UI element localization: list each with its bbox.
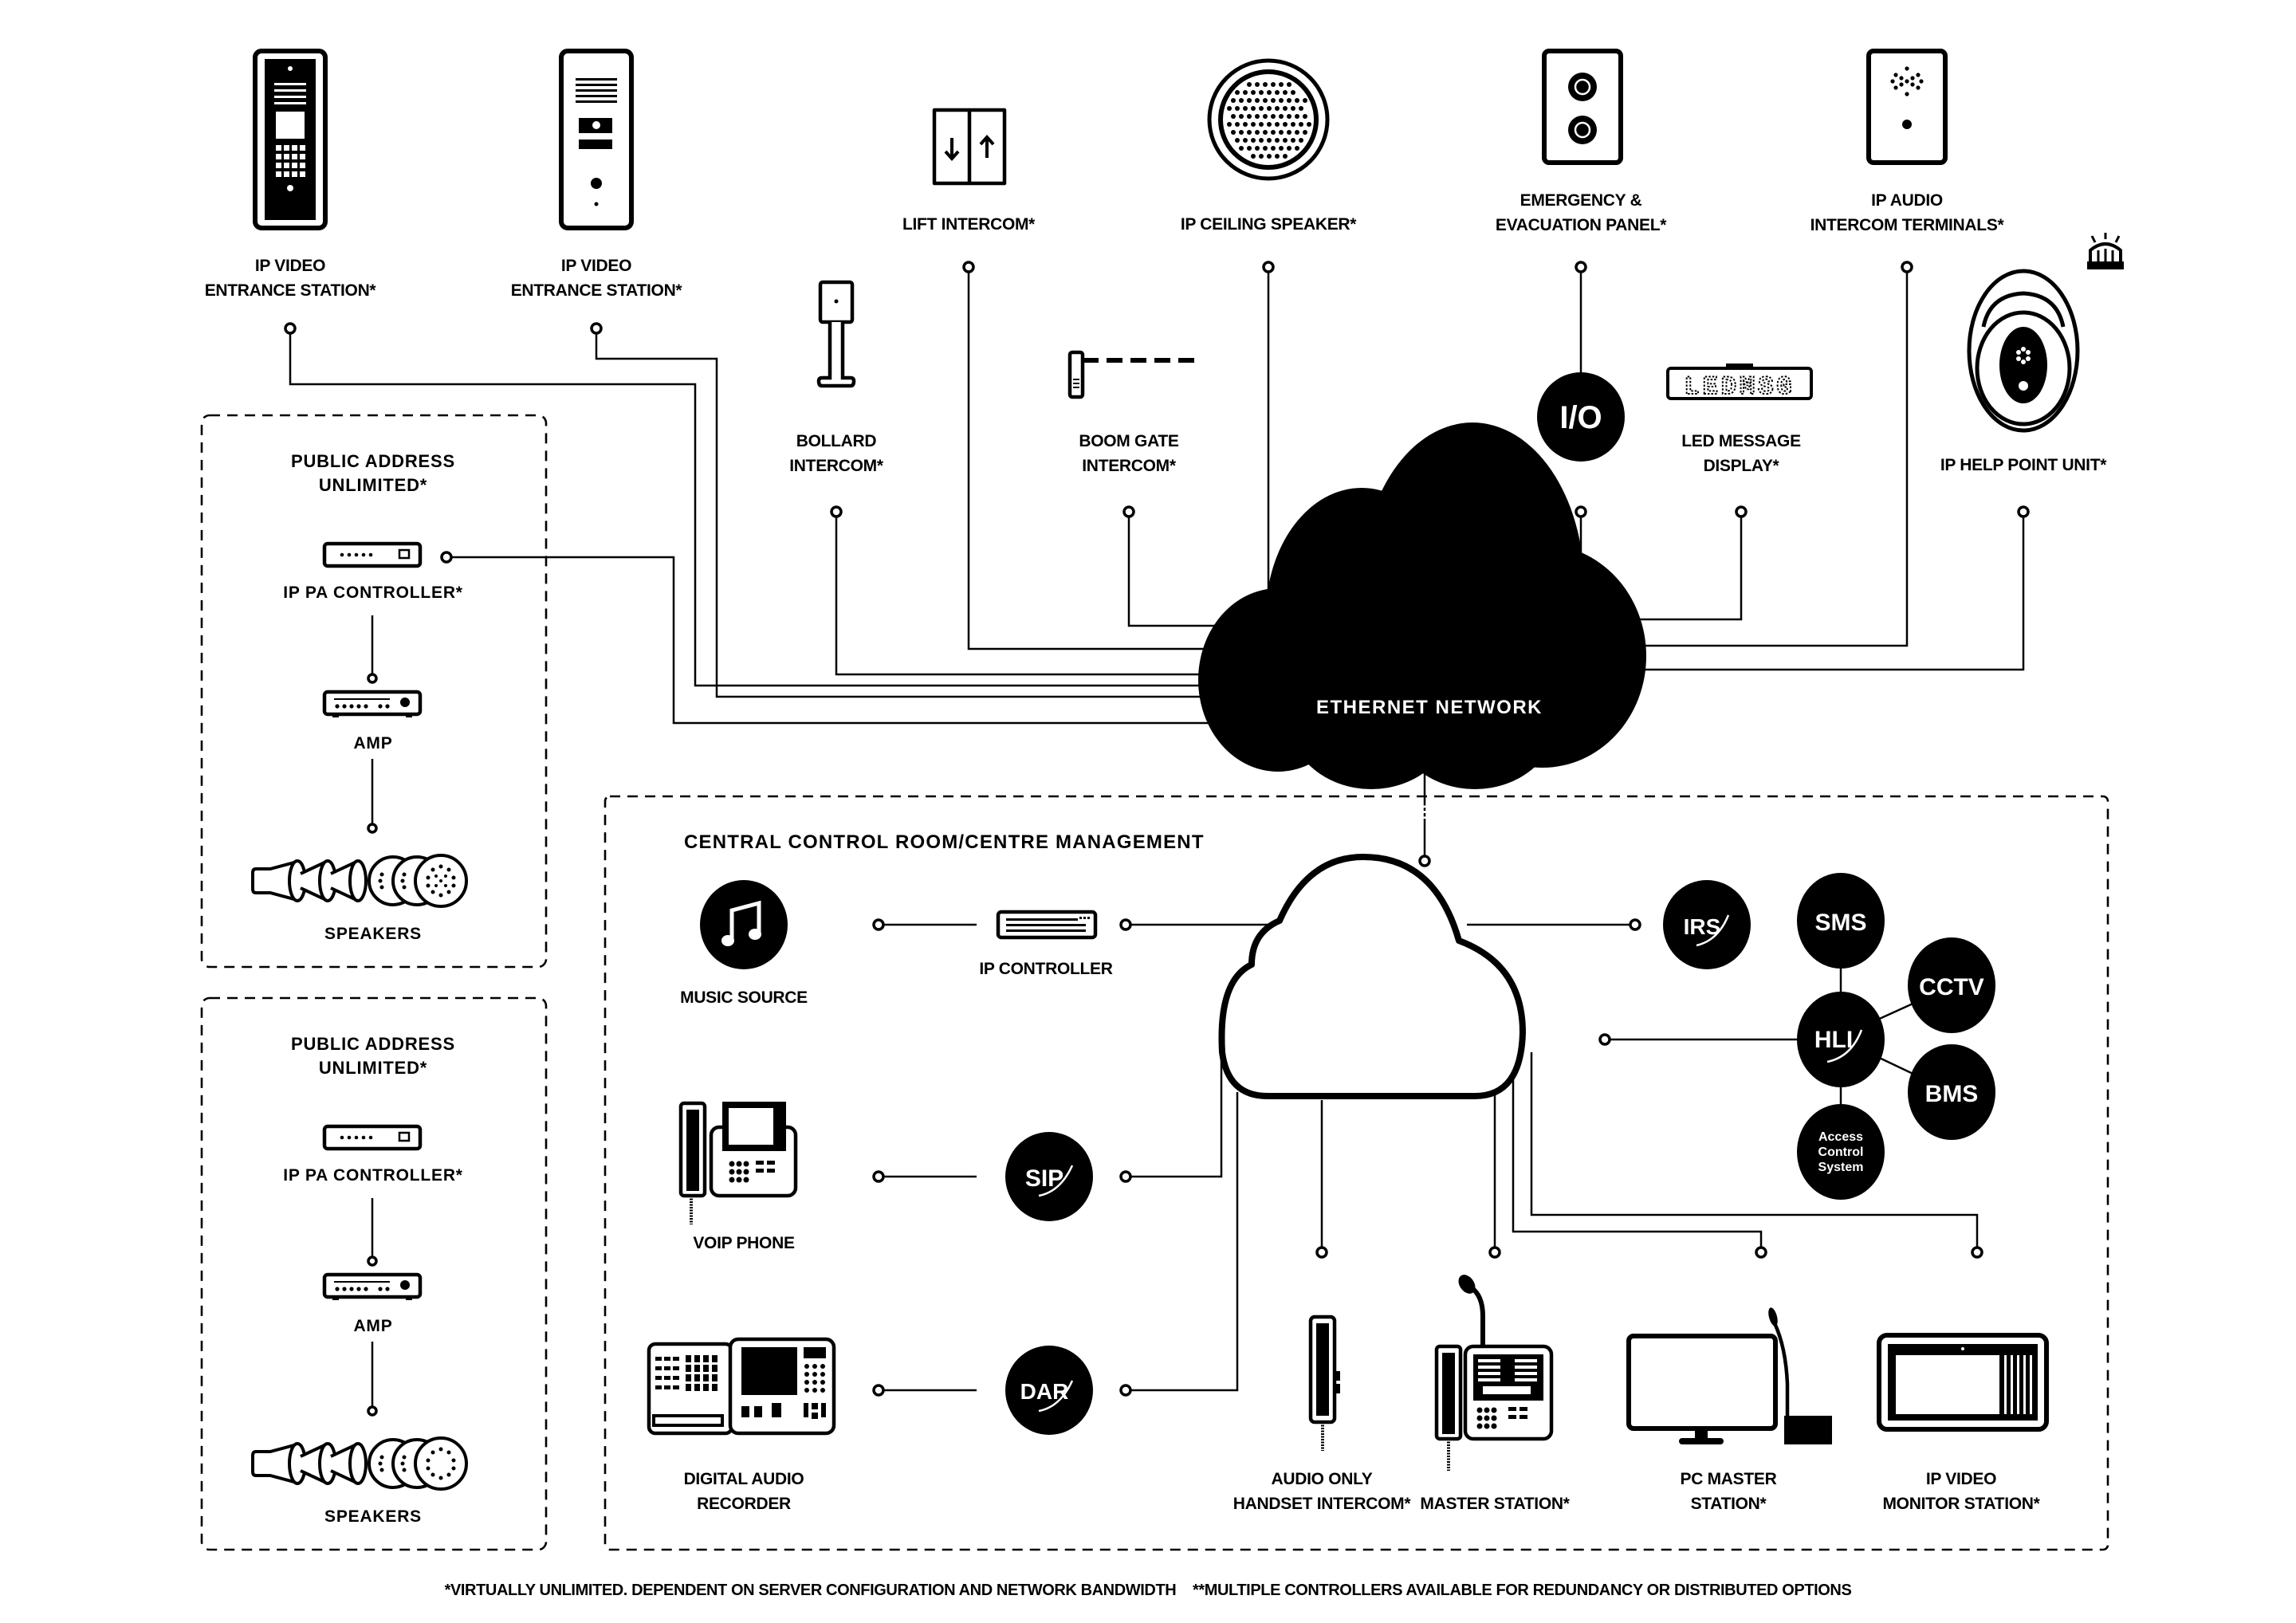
boom-gate-icon bbox=[1067, 350, 1196, 399]
ip-controller-icon bbox=[996, 910, 1098, 940]
sip-badge: SIP bbox=[1005, 1132, 1093, 1221]
integration-sms-label: SMS bbox=[1814, 910, 1866, 936]
pa-zone-1-title: PUBLIC ADDRESS UNLIMITED* bbox=[291, 451, 455, 495]
connection-points bbox=[284, 261, 2030, 867]
pa-zone-2-frame bbox=[200, 996, 548, 1551]
pa-zone-1-speakers-label: SPEAKERS bbox=[324, 925, 422, 943]
ceiling-speaker-icon bbox=[1207, 58, 1330, 181]
label-ip-video-entrance-1: IP VIDEO ENTRANCE STATION* bbox=[204, 257, 376, 300]
control-room-title: CENTRAL CONTROL ROOM/CENTRE MANAGEMENT bbox=[684, 831, 1205, 853]
io-badge: I/O bbox=[1537, 372, 1625, 462]
label-bollard-intercom: BOLLARD INTERCOM* bbox=[789, 432, 883, 475]
pa-zone-1-devices bbox=[251, 541, 468, 908]
label-music-source: MUSIC SOURCE bbox=[680, 988, 808, 1007]
pa-zone-1-controller-label: IP PA CONTROLLER* bbox=[283, 584, 463, 602]
irs-badge: IRS bbox=[1663, 880, 1751, 969]
pc-master-station-icon bbox=[1626, 1307, 1832, 1444]
label-digital-audio-recorder: DIGITAL AUDIO RECORDER bbox=[683, 1470, 804, 1513]
footer-note-2: **MULTIPLE CONTROLLERS AVAILABLE FOR RED… bbox=[1192, 1582, 1852, 1599]
round-speakers-icon bbox=[368, 854, 468, 908]
label-ip-video-monitor-station: IP VIDEO MONITOR STATION* bbox=[1882, 1470, 2040, 1513]
ethernet-network-cloud bbox=[1198, 422, 1646, 789]
sip-label: SIP bbox=[1025, 1165, 1063, 1192]
label-ip-ceiling-speaker: IP CEILING SPEAKER* bbox=[1180, 215, 1357, 234]
video-door-station-icon bbox=[559, 49, 634, 230]
pa-zone-2-controller-label: IP PA CONTROLLER* bbox=[283, 1166, 463, 1185]
field-connections bbox=[289, 267, 2025, 861]
pa-zone-1-frame bbox=[200, 414, 548, 969]
control-room-frame bbox=[603, 795, 2109, 1551]
video-door-station-keypad-icon bbox=[253, 49, 328, 230]
hli-hub: SMS CCTV BMS HLI bbox=[1797, 873, 1995, 1200]
io-label: I/O bbox=[1559, 400, 1602, 435]
label-handset-intercom: AUDIO ONLY HANDSET INTERCOM* bbox=[1233, 1470, 1411, 1513]
amplifier-icon bbox=[322, 690, 423, 717]
audio-intercom-icon bbox=[1866, 49, 1948, 165]
led-display-icon: LEDMSG bbox=[1666, 364, 1813, 403]
label-ip-help-point-unit: IP HELP POINT UNIT* bbox=[1940, 456, 2107, 474]
pa-zone-1-amp-label: AMP bbox=[353, 734, 393, 753]
voip-phone-icon bbox=[678, 1101, 798, 1224]
master-station-icon bbox=[1434, 1275, 1554, 1471]
ethernet-cloud-line2: CONFIGURED FOR QOS bbox=[1307, 802, 1551, 823]
label-lift-intercom: LIFT INTERCOM* bbox=[902, 215, 1036, 234]
video-monitor-icon bbox=[1877, 1333, 2049, 1432]
label-boom-gate-intercom: BOOM GATE INTERCOM* bbox=[1079, 432, 1179, 475]
pa-controller-icon bbox=[322, 541, 423, 568]
integration-bms-label: BMS bbox=[1925, 1081, 1979, 1107]
ethernet-cloud-line1: ETHERNET NETWORK bbox=[1315, 697, 1543, 718]
label-led-message-display: LED MESSAGE DISPLAY* bbox=[1681, 432, 1801, 475]
label-emergency-evacuation-panel: EMERGENCY & EVACUATION PANEL* bbox=[1495, 191, 1667, 234]
label-ip-video-entrance-2: IP VIDEO ENTRANCE STATION* bbox=[510, 257, 682, 300]
elevator-icon bbox=[932, 108, 1007, 186]
footer-note-1: *VIRTUALLY UNLIMITED. DEPENDENT ON SERVE… bbox=[444, 1582, 1177, 1599]
hli-label: HLI bbox=[1814, 1027, 1853, 1053]
label-master-station: MASTER STATION* bbox=[1420, 1495, 1570, 1513]
dar-label: DAR bbox=[1020, 1379, 1069, 1404]
emergency-panel-icon bbox=[1542, 49, 1623, 165]
help-point-icon bbox=[1967, 269, 2080, 433]
horn-speakers-icon bbox=[251, 859, 368, 902]
beacon-light-icon bbox=[2087, 233, 2124, 269]
dar-badge: DAR bbox=[1005, 1346, 1093, 1435]
music-source-icon bbox=[700, 880, 788, 969]
ethernet-cloud-label: ETHERNET NETWORK CONFIGURED FOR QOS bbox=[1307, 620, 1551, 866]
footer-notes: *VIRTUALLY UNLIMITED. DEPENDENT ON SERVE… bbox=[445, 1582, 1852, 1600]
led-display-text: LEDMSG bbox=[1684, 372, 1795, 402]
control-room-points bbox=[872, 918, 1983, 1397]
pa-zone-2-amp-label: AMP bbox=[353, 1317, 393, 1335]
handset-icon bbox=[1308, 1315, 1340, 1451]
pa-zone-2-speakers-label: SPEAKERS bbox=[324, 1507, 422, 1526]
pa-zone-2-title: PUBLIC ADDRESS UNLIMITED* bbox=[291, 1034, 455, 1078]
integration-cctv-label: CCTV bbox=[1919, 974, 1984, 1000]
pa-zone-2-devices bbox=[251, 1124, 468, 1491]
bollard-icon bbox=[816, 280, 856, 388]
label-voip-phone: VOIP PHONE bbox=[693, 1234, 795, 1252]
integration-access-control-label: Access Control System bbox=[1818, 1130, 1864, 1174]
label-ip-audio-intercom-terminals: IP AUDIO INTERCOM TERMINALS* bbox=[1810, 191, 2004, 234]
label-ip-controller: IP CONTROLLER bbox=[979, 960, 1113, 978]
ip-cloud bbox=[1218, 854, 1526, 1099]
digital-audio-recorder-icon bbox=[647, 1337, 836, 1436]
label-pc-master-station: PC MASTER STATION* bbox=[1680, 1470, 1777, 1513]
